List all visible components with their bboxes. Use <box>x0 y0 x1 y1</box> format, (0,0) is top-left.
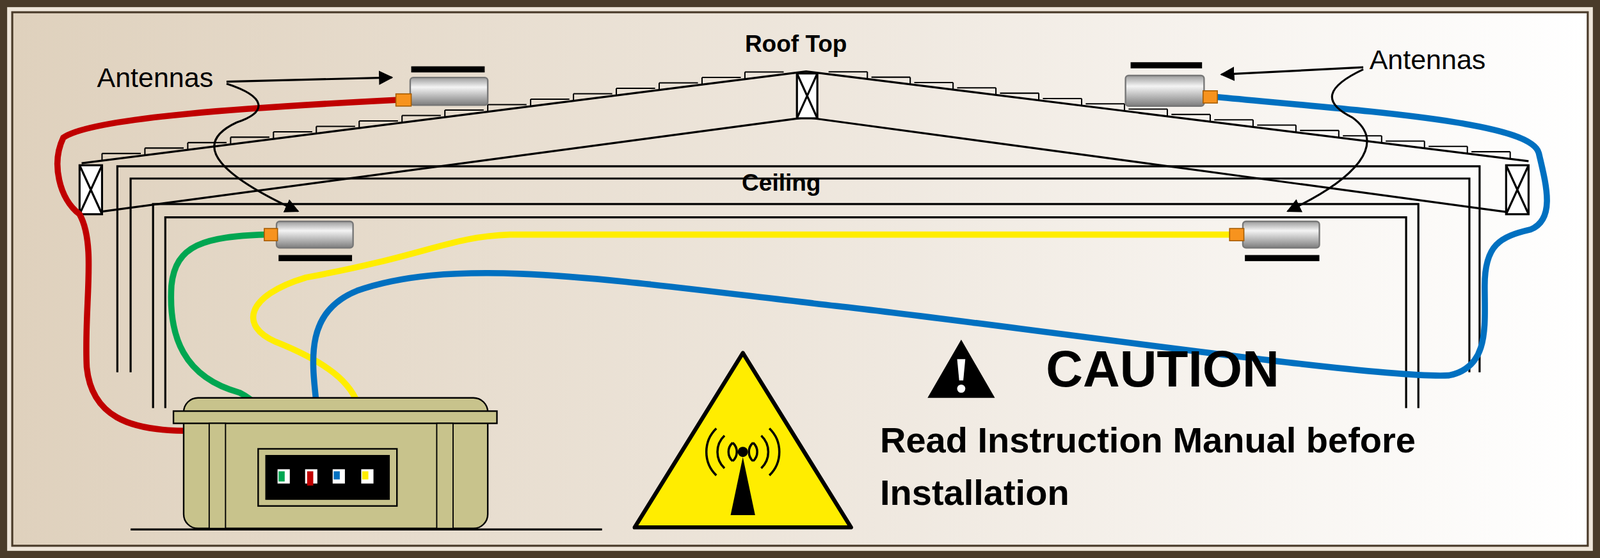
antennas <box>264 62 1320 262</box>
caution-heading: CAUTION <box>1045 339 1279 399</box>
receiver-box <box>130 398 603 530</box>
rf-warning-sign <box>634 353 852 528</box>
leader-lines <box>214 67 1368 212</box>
ceiling-label: Ceiling <box>741 169 821 198</box>
caution-icon <box>927 339 995 399</box>
roof-label: Roof Top <box>744 30 848 59</box>
caution-note: Read Instruction Manual before Installat… <box>880 414 1578 518</box>
building-frame <box>117 166 1480 409</box>
antenna-label: Antennas <box>96 62 214 94</box>
roof <box>79 71 1529 215</box>
antenna-label: Antennas <box>1369 44 1487 76</box>
